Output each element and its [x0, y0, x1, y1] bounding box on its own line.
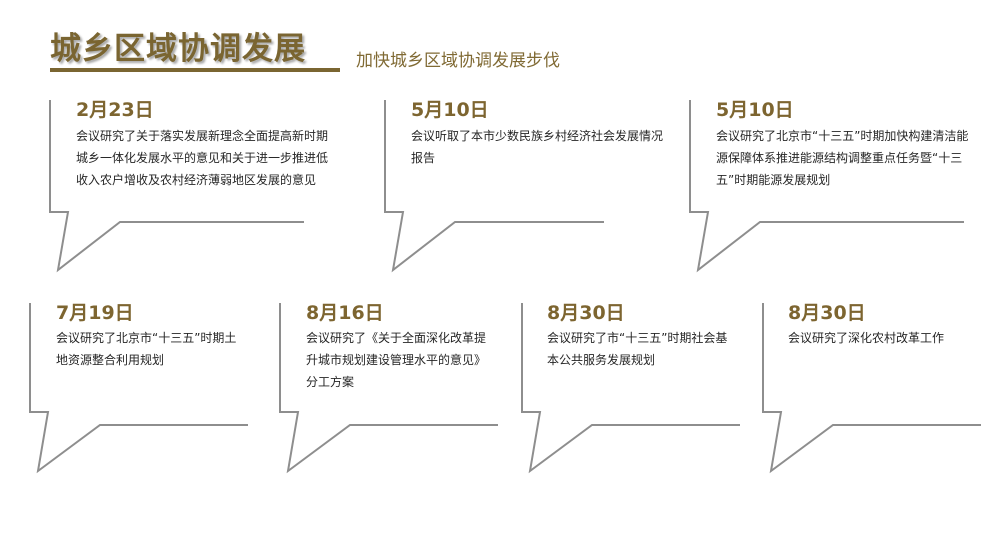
page-title: 城乡区域协调发展: [50, 31, 306, 67]
bubble-outline-4: [29, 303, 248, 474]
bubble-outline-2: [384, 100, 604, 273]
page-subtitle: 加快城乡区域协调发展步伐: [356, 51, 560, 71]
bubble-outline-3: [689, 100, 964, 273]
event-date: 8月16日: [306, 302, 384, 324]
title-underline: [50, 68, 340, 72]
event-description: 会议研究了市“十三五”时期社会基本公共服务发展规划: [547, 331, 728, 367]
event-date: 8月30日: [788, 302, 866, 324]
event-description: 会议研究了北京市“十三五”时期土地资源整合利用规划: [56, 331, 237, 367]
event-date: 5月10日: [716, 99, 794, 121]
event-description: 会议研究了北京市“十三五”时期加快构建清洁能源保障体系推进能源结构调整重点任务暨…: [716, 129, 969, 187]
event-date: 2月23日: [76, 99, 154, 121]
event-date: 5月10日: [411, 99, 489, 121]
bubble-outline-1: [49, 100, 304, 273]
event-date: 8月30日: [547, 302, 625, 324]
event-description: 会议听取了本市少数民族乡村经济社会发展情况报告: [411, 129, 664, 165]
event-description: 会议研究了深化农村改革工作: [788, 331, 945, 345]
bubble-outline-7: [762, 303, 981, 474]
bubble-outline-5: [279, 303, 498, 474]
event-date: 7月19日: [56, 302, 134, 324]
bubble-outline-6: [521, 303, 740, 474]
event-description: 会议研究了《关于全面深化改革提升城市规划建设管理水平的意见》分工方案: [306, 331, 487, 389]
event-description: 会议研究了关于落实发展新理念全面提高新时期城乡一体化发展水平的意见和关于进一步推…: [76, 129, 329, 187]
